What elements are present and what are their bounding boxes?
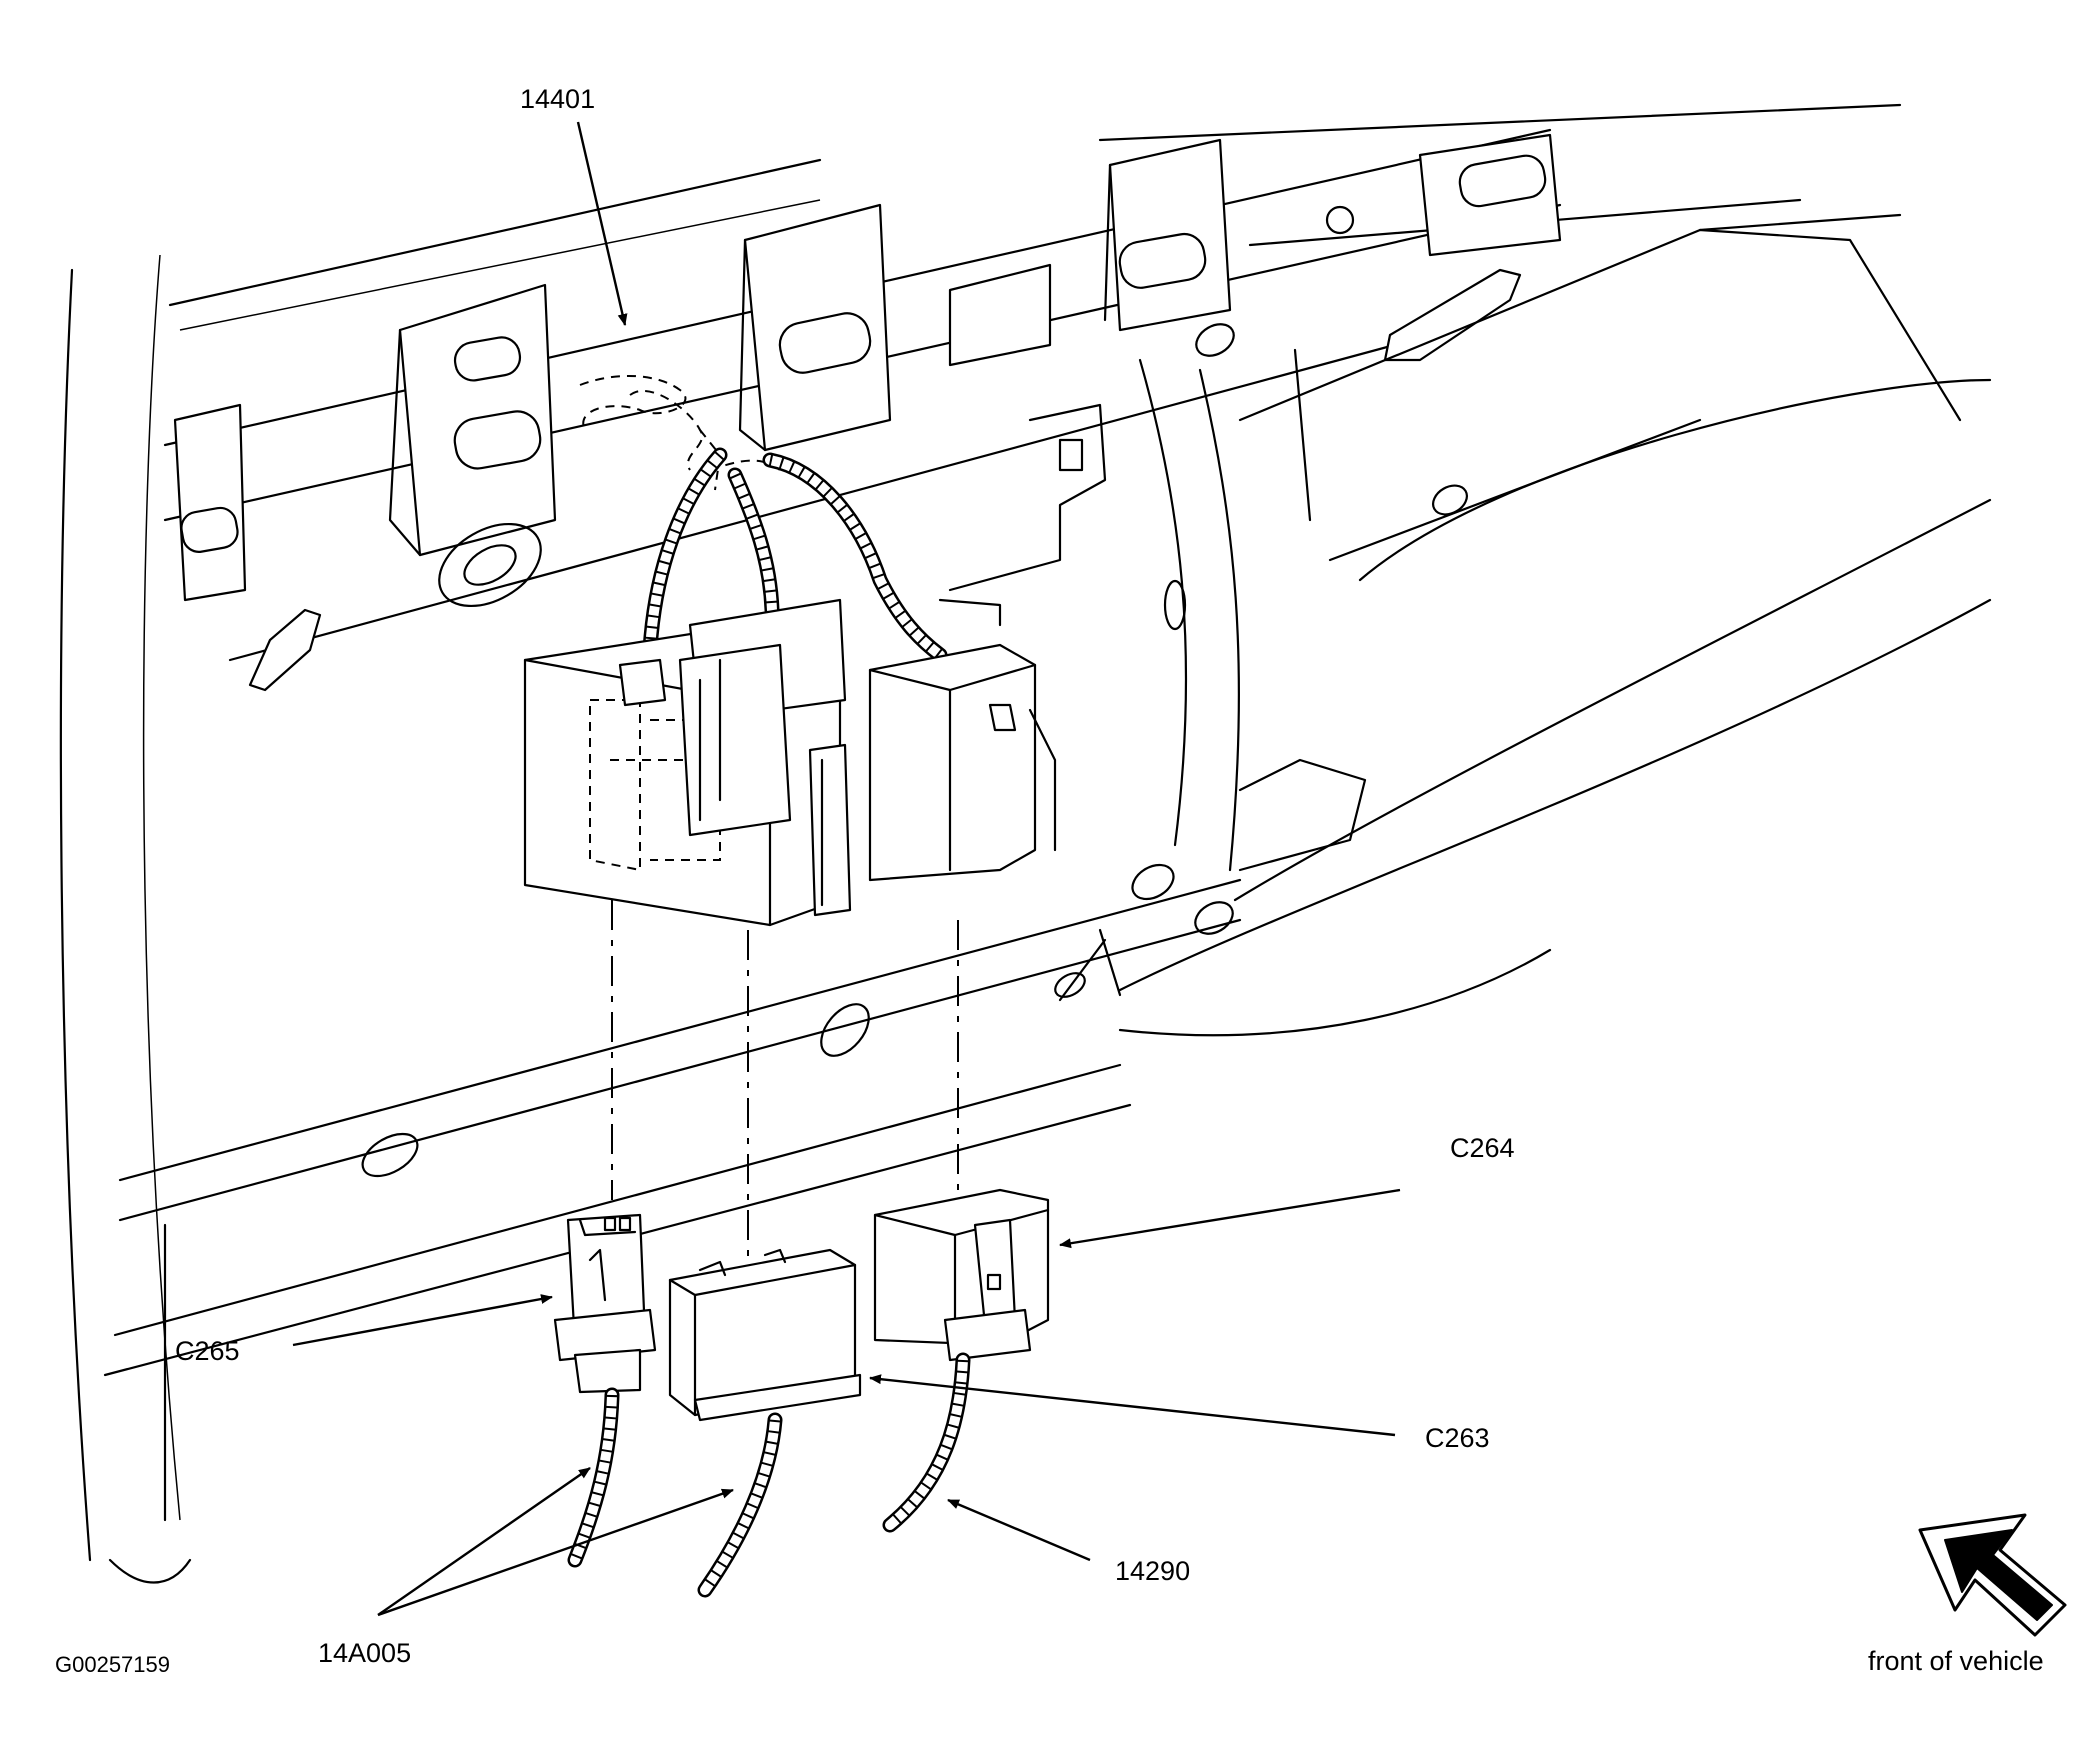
- label-14a005: 14A005: [318, 1638, 411, 1668]
- figure-id: G00257159: [55, 1652, 170, 1677]
- front-direction-arrow-icon: [1918, 1513, 2067, 1637]
- label-c265: C265: [175, 1336, 240, 1366]
- connector-c263: [668, 1248, 862, 1422]
- mounting-bracket: [738, 203, 892, 452]
- connector-c264: [873, 1188, 1050, 1362]
- label-14290: 14290: [1115, 1556, 1190, 1586]
- label-c263: C263: [1425, 1423, 1490, 1453]
- mounting-bracket: [173, 403, 247, 602]
- label-c264: C264: [1450, 1133, 1515, 1163]
- mounting-bracket: [1103, 138, 1232, 332]
- harness-wire-c263: [697, 1412, 783, 1598]
- label-14401: 14401: [520, 84, 595, 114]
- harness-wire: [762, 452, 948, 663]
- installed-connector: [868, 643, 1057, 882]
- vehicle-structure: [59, 103, 1992, 1584]
- installed-connector: [618, 658, 667, 707]
- mounting-bracket: [1418, 133, 1562, 257]
- mounting-bracket: [388, 283, 557, 557]
- front-of-vehicle-label: front of vehicle: [1868, 1646, 2044, 1676]
- installed-connector: [678, 598, 847, 837]
- connector-c265: [553, 1213, 657, 1394]
- callout-leaders: [292, 121, 1401, 1617]
- installed-connector-latch: [808, 743, 852, 917]
- module-tab: [938, 598, 1002, 627]
- alignment-lines: [611, 900, 959, 1265]
- harness-wire-c264: [882, 1352, 971, 1533]
- hidden-harness-route: [579, 375, 781, 491]
- harness-wire: [642, 447, 728, 658]
- harness-wire: [727, 467, 780, 618]
